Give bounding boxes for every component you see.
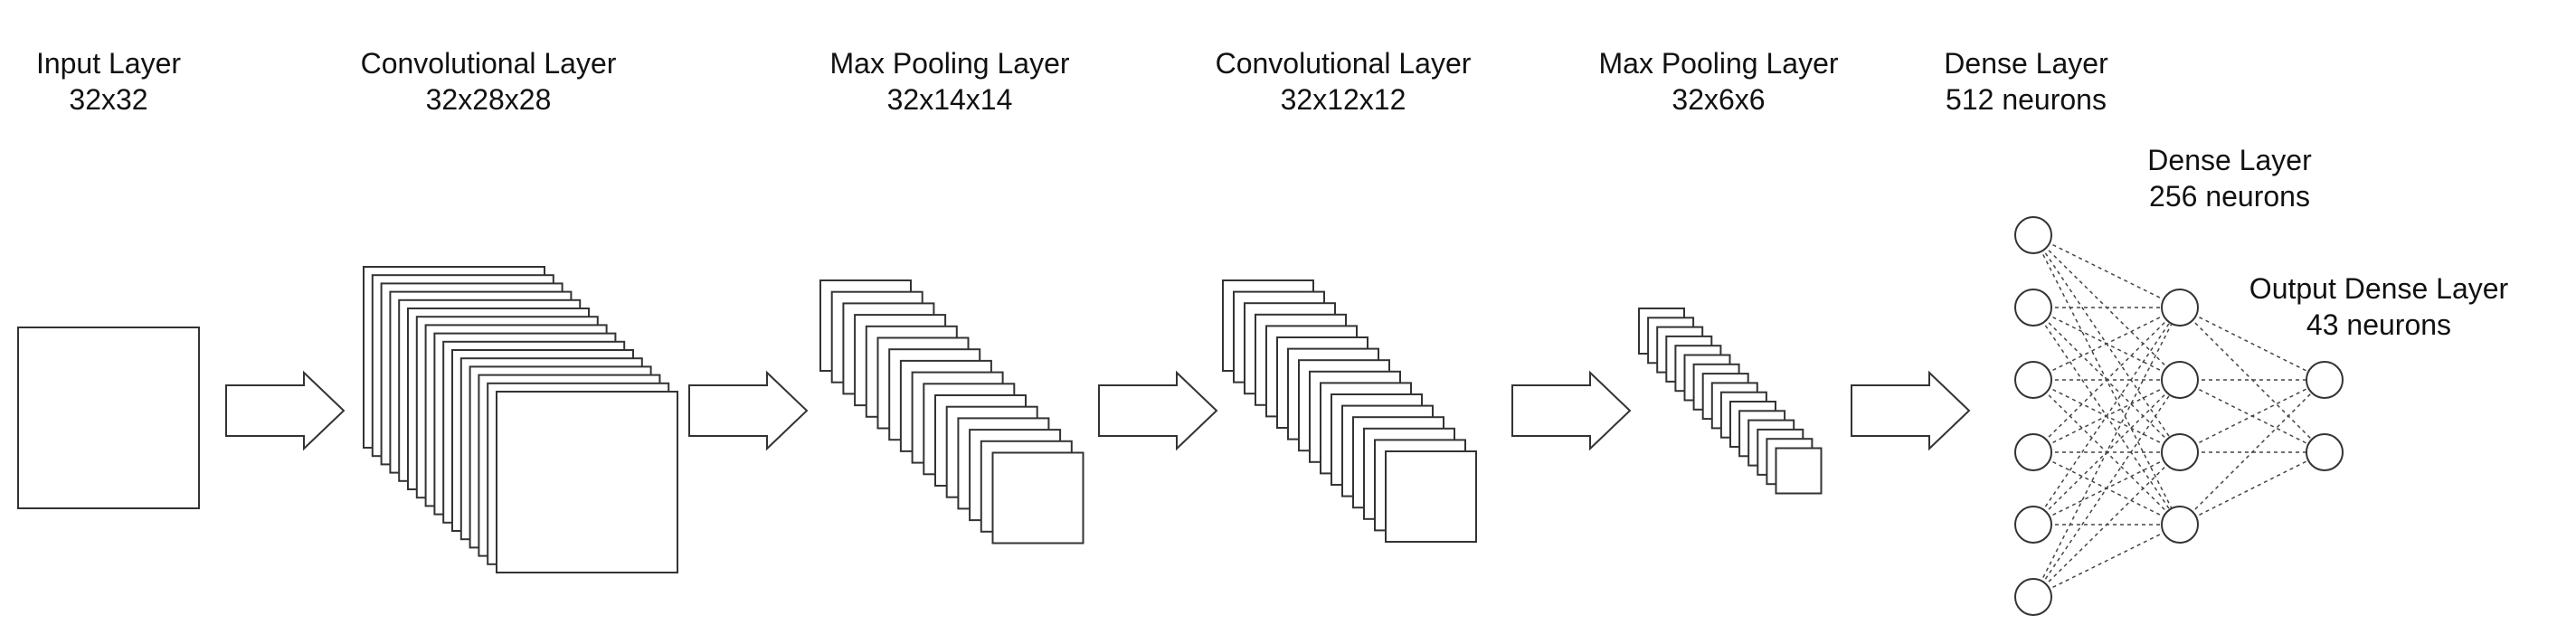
flow-arrow [1851, 370, 1971, 451]
feature-map [1385, 450, 1477, 543]
connection-line [2179, 307, 2325, 381]
layer-title: Max Pooling Layer [829, 47, 1070, 80]
layer-shape: 32x6x6 [1672, 83, 1766, 116]
pool2-feature-map-stack [1638, 308, 1823, 495]
neuron [2014, 216, 2052, 254]
layer-shape: 32x28x28 [425, 83, 552, 116]
layer-title: Convolutional Layer [360, 47, 617, 80]
pool1-feature-map-stack [819, 279, 1084, 545]
connection-line [2032, 379, 2181, 598]
neuron [2014, 433, 2052, 471]
connection-line [2179, 379, 2325, 526]
label-pool-layer-1: Max Pooling Layer 32x14x14 [829, 45, 1069, 118]
connection-line [2032, 307, 2181, 526]
label-conv-layer-2: Convolutional Layer 32x12x12 [1216, 45, 1472, 118]
flow-arrow [1098, 370, 1218, 451]
layer-shape: 32x14x14 [886, 83, 1013, 116]
label-input-layer: Input Layer 32x32 [36, 45, 181, 118]
connection-line [2032, 524, 2181, 598]
input-layer-square [17, 327, 200, 509]
neuron [2014, 361, 2052, 399]
feature-map [991, 451, 1084, 545]
layer-shape: 256 neurons [2149, 180, 2310, 213]
connection-line [2032, 307, 2181, 453]
label-output-layer: Output Dense Layer 43 neurons [2249, 270, 2508, 343]
layer-shape: 32x12x12 [1280, 83, 1406, 116]
connection-line [2032, 307, 2181, 598]
layer-shape: 32x32 [69, 83, 148, 116]
input-square [17, 327, 200, 509]
flow-arrow [688, 370, 809, 451]
neuron [2014, 578, 2052, 616]
connection-line [2179, 379, 2325, 453]
connection-line [2179, 451, 2325, 526]
connection-line [2032, 451, 2181, 598]
connection-line [2032, 307, 2181, 381]
neuron [2306, 361, 2344, 399]
neuron [2014, 289, 2052, 327]
layer-title: Convolutional Layer [1215, 47, 1472, 80]
neuron [2306, 433, 2344, 471]
layer-title: Dense Layer [2147, 144, 2312, 176]
neuron [2161, 433, 2199, 471]
layer-title: Max Pooling Layer [1598, 47, 1839, 80]
connection-line [2032, 234, 2181, 308]
dense-neurons [2014, 216, 2344, 616]
neuron [2161, 506, 2199, 544]
flow-arrow [1511, 370, 1632, 451]
neuron [2161, 289, 2199, 327]
feature-map [1775, 447, 1823, 495]
layer-title: Input Layer [35, 47, 182, 80]
label-pool-layer-2: Max Pooling Layer 32x6x6 [1598, 45, 1838, 118]
layer-title: Dense Layer [1944, 47, 2108, 80]
flow-arrow [225, 370, 346, 451]
neuron [2161, 361, 2199, 399]
label-dense-layer-2: Dense Layer 256 neurons [2147, 142, 2311, 214]
label-conv-layer-1: Convolutional Layer 32x28x28 [361, 45, 617, 118]
conv2-feature-map-stack [1222, 279, 1477, 543]
flow-arrows [225, 370, 1971, 451]
layer-shape: 43 neurons [2306, 308, 2452, 341]
dense-connections [2032, 234, 2325, 598]
conv1-feature-map-stack [363, 266, 678, 573]
layer-title: Output Dense Layer [2249, 272, 2509, 305]
feature-map [496, 391, 678, 573]
neuron [2014, 506, 2052, 544]
layer-shape: 512 neurons [1946, 83, 2107, 116]
label-dense-layer-1: Dense Layer 512 neurons [1944, 45, 2107, 118]
